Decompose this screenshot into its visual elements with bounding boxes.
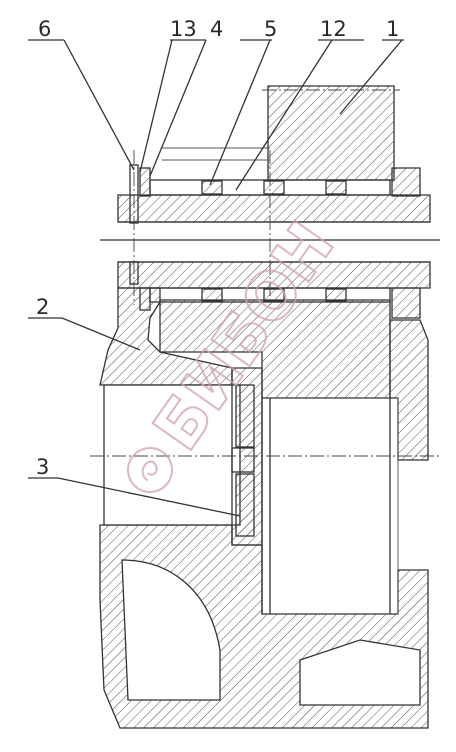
callout-13: 13 <box>170 17 197 41</box>
bore-cavity <box>103 384 399 614</box>
callout-6: 6 <box>38 17 51 41</box>
callout-2: 2 <box>36 295 49 319</box>
shaft-section <box>100 194 440 289</box>
leader-lines <box>28 39 404 517</box>
callout-4: 4 <box>210 17 223 41</box>
callout-3: 3 <box>36 455 49 479</box>
housing-2-section <box>99 287 429 729</box>
disc-3-section <box>231 367 263 546</box>
callout-5: 5 <box>264 17 277 41</box>
callout-12: 12 <box>320 17 347 41</box>
gear-1-section <box>159 85 395 399</box>
end-cap <box>391 167 421 319</box>
callout-1: 1 <box>386 17 399 41</box>
center-lines <box>90 89 440 457</box>
